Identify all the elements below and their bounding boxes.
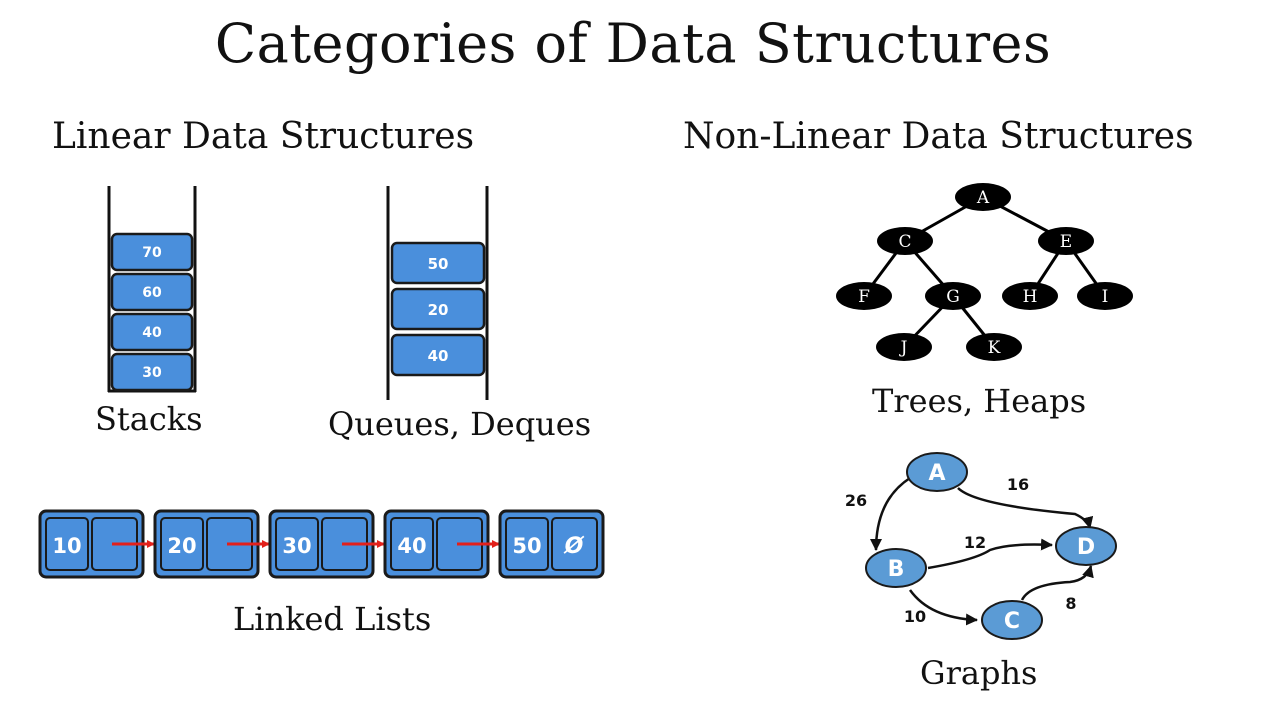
tree-node-label: J	[899, 338, 908, 358]
graph-node-label: B	[888, 557, 905, 582]
tree-node	[966, 333, 1022, 361]
tree-node-label: A	[976, 188, 990, 208]
stack-cell	[110, 352, 194, 392]
list-node-value: 30	[282, 534, 311, 558]
queue-cell	[390, 241, 486, 285]
graph-diagram: 26 16 12 10 8 A B C D	[845, 452, 1117, 640]
list-node-data	[390, 517, 434, 571]
graph-edge	[908, 589, 978, 626]
graph-node	[981, 600, 1043, 640]
nonlinear-heading: Non-Linear Data Structures	[683, 116, 1194, 157]
list-node: 10	[38, 509, 155, 579]
queue-cell-value: 20	[428, 301, 449, 319]
tree-node-label: K	[988, 338, 1001, 358]
list-node: 40	[383, 509, 500, 579]
queues-caption: Queues, Deques	[328, 405, 592, 443]
tree-node-label: C	[898, 232, 911, 252]
list-node-data	[275, 517, 319, 571]
stack-cell	[110, 232, 194, 272]
queue-cell-value: 40	[428, 347, 449, 365]
graph-edge-weight: 10	[904, 607, 926, 626]
stack-diagram: 70 60 40 30	[107, 186, 197, 393]
graph-edge	[1020, 565, 1094, 601]
tree-node-label: G	[946, 287, 960, 307]
tree-node-label: I	[1102, 287, 1109, 307]
graph-node	[865, 548, 927, 588]
stack-cell-value: 40	[142, 325, 162, 341]
tree-node-label: H	[1023, 287, 1038, 307]
list-node: 50 Ø	[498, 509, 605, 579]
stack-cell	[110, 312, 194, 352]
linked-list-diagram: 10 20 30 40 50 Ø	[38, 509, 605, 579]
stack-cell	[110, 272, 194, 312]
graph-edge	[957, 487, 1094, 529]
tree-node	[1002, 282, 1058, 310]
list-node-value: 20	[167, 534, 196, 558]
tree-node	[876, 333, 932, 361]
linked-lists-caption: Linked Lists	[233, 600, 432, 638]
stacks-caption: Stacks	[95, 400, 203, 438]
graphs-caption: Graphs	[920, 654, 1038, 692]
list-node: 30	[268, 509, 385, 579]
list-node-data	[45, 517, 89, 571]
tree-node	[955, 183, 1011, 211]
stack-cell-value: 70	[142, 245, 162, 261]
queue-cell	[390, 287, 486, 331]
graph-edge-weight: 8	[1065, 594, 1076, 613]
tree-node	[925, 282, 981, 310]
graph-node-label: D	[1077, 535, 1095, 560]
tree-diagram: A C E F G H I J K	[836, 183, 1133, 361]
stack-cell-value: 30	[142, 365, 162, 381]
list-node-value: 10	[52, 534, 81, 558]
queue-diagram: 50 20 40	[386, 186, 489, 400]
graph-edge	[870, 476, 911, 551]
list-node: 20	[153, 509, 270, 579]
list-node-pointer	[551, 517, 598, 571]
tree-node	[877, 227, 933, 255]
list-node-data	[505, 517, 549, 571]
graph-edge	[927, 538, 1053, 570]
graph-node	[1055, 526, 1117, 566]
page-title: Categories of Data Structures	[214, 12, 1052, 75]
stack-cell-value: 60	[142, 285, 162, 301]
queue-cell-value: 50	[428, 255, 449, 273]
tree-node	[1038, 227, 1094, 255]
graph-node-label: C	[1004, 609, 1020, 634]
graph-edge-weight: 26	[845, 491, 867, 510]
list-null-symbol: Ø	[563, 534, 585, 559]
list-node-data	[160, 517, 204, 571]
graph-edge-weight: 16	[1007, 475, 1029, 494]
tree-node	[1077, 282, 1133, 310]
graph-edge-weight: 12	[964, 533, 986, 552]
linear-heading: Linear Data Structures	[52, 116, 475, 157]
list-node-value: 40	[397, 534, 426, 558]
tree-node-label: F	[858, 287, 870, 307]
tree-node	[836, 282, 892, 310]
list-node-value: 50	[512, 534, 541, 558]
tree-node-label: E	[1060, 232, 1072, 252]
queue-cell	[390, 333, 486, 377]
trees-caption: Trees, Heaps	[872, 382, 1087, 420]
graph-node-label: A	[928, 461, 945, 486]
graph-node	[906, 452, 968, 492]
